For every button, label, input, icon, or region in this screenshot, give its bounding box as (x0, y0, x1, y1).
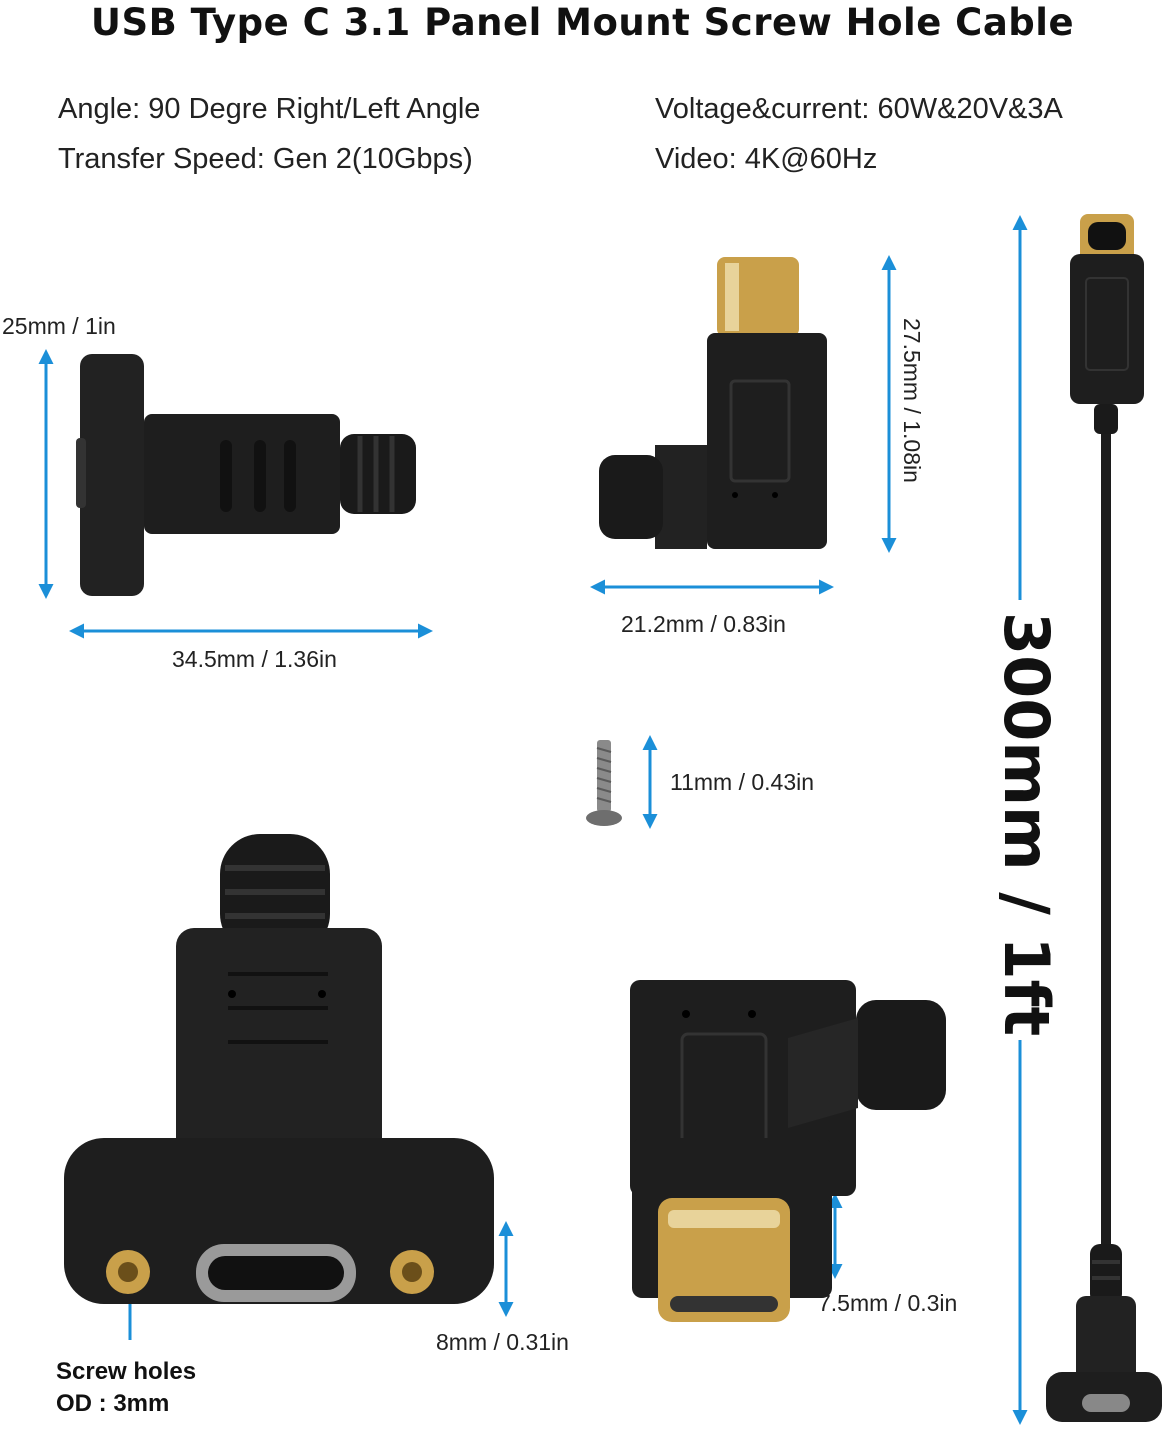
screw-hole-note-line2: OD : 3mm (56, 1390, 170, 1417)
spec-transfer-speed: Transfer Speed: Gen 2(10Gbps) (58, 143, 473, 175)
panel-mount-connector-side-image (76, 354, 416, 596)
spec-angle: Angle: 90 Degre Right/Left Angle (58, 93, 481, 125)
label-port-height: 8mm / 0.31in (436, 1329, 569, 1355)
page-title: USB Type C 3.1 Panel Mount Screw Hole Ca… (90, 1, 1075, 44)
label-plug-height: 7.5mm / 0.3in (818, 1290, 958, 1316)
right-angle-connector-bottom-image (630, 980, 946, 1322)
label-panel-height: 25mm / 1in (2, 313, 116, 339)
label-panel-width: 34.5mm / 1.36in (172, 646, 337, 672)
screw-image (586, 740, 622, 826)
label-cable-length: 300mm / 1ft (990, 612, 1063, 1037)
label-screw-length: 11mm / 0.43in (670, 769, 815, 795)
spec-video: Video: 4K@60Hz (655, 143, 878, 175)
right-angle-connector-top-image (599, 257, 827, 549)
screw-hole-note: Screw holes OD : 3mm (56, 1356, 196, 1420)
panel-mount-connector-front-image (64, 834, 494, 1304)
spec-voltage-current: Voltage&current: 60W&20V&3A (655, 93, 1063, 125)
label-angle-width: 21.2mm / 0.83in (621, 611, 786, 637)
cable-image (1046, 214, 1162, 1422)
screw-hole-note-line1: Screw holes (56, 1358, 197, 1385)
label-angle-height: 27.5mm / 1.08in (899, 318, 925, 483)
